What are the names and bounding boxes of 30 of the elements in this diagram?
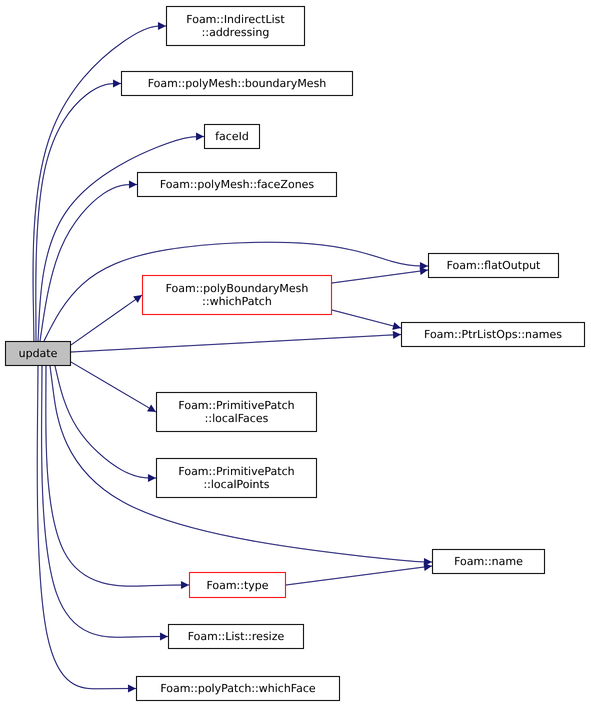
arrow	[41, 366, 168, 640]
arrow	[286, 563, 432, 586]
function-box: Foam::polyPatch::whichFace	[136, 676, 340, 701]
arrow	[70, 330, 402, 352]
function-box: Foam::type	[189, 572, 286, 598]
function-box: Foam::List::resize	[168, 624, 304, 649]
function-box: update	[5, 341, 71, 366]
arrow	[40, 180, 138, 342]
arrow	[32, 22, 166, 342]
function-box: Foam::name	[432, 549, 545, 574]
arrow	[332, 310, 402, 330]
function-box: faceId	[204, 124, 260, 149]
arrow	[70, 362, 156, 412]
function-box: Foam::PrimitivePatch ::localPoints	[156, 458, 317, 498]
arrow	[36, 366, 136, 692]
function-box: Foam::PtrListOps::names	[401, 322, 585, 347]
arrow	[70, 294, 142, 346]
arrow	[35, 80, 122, 342]
function-box: Foam::flatOutput	[428, 253, 559, 278]
arrow	[50, 366, 432, 566]
arrow	[45, 366, 190, 589]
function-box: Foam::IndirectList ::addressing	[166, 6, 305, 46]
arrow	[54, 366, 156, 482]
function-box: Foam::polyBoundaryMesh ::whichPatch	[142, 275, 332, 315]
arrow	[38, 132, 204, 342]
arrow	[44, 242, 428, 342]
function-box: Foam::polyMesh::faceZones	[137, 172, 337, 197]
function-box: Foam::PrimitivePatch ::localFaces	[156, 392, 317, 432]
function-box: Foam::polyMesh::boundaryMesh	[121, 71, 353, 96]
arrow	[332, 267, 428, 284]
